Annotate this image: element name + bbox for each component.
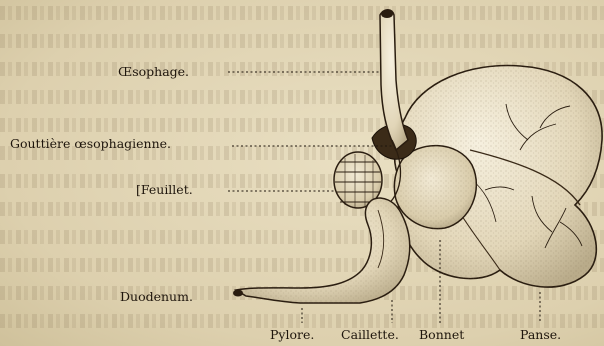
label-panse: Panse. [520, 328, 561, 342]
duodenum-opening [233, 290, 243, 297]
bonnet-organ [394, 146, 476, 229]
label-duodenum: Duodenum. [120, 290, 193, 304]
label-feuillet: [Feuillet. [136, 183, 193, 197]
label-caillette: Caillette. [341, 328, 399, 342]
label-gouttiere: Gouttière œsophagienne. [10, 137, 171, 151]
label-oesophage: Œsophage. [118, 65, 189, 79]
caillette-organ [233, 198, 410, 303]
label-bonnet: Bonnet [419, 328, 464, 342]
label-pylore: Pylore. [270, 328, 314, 342]
